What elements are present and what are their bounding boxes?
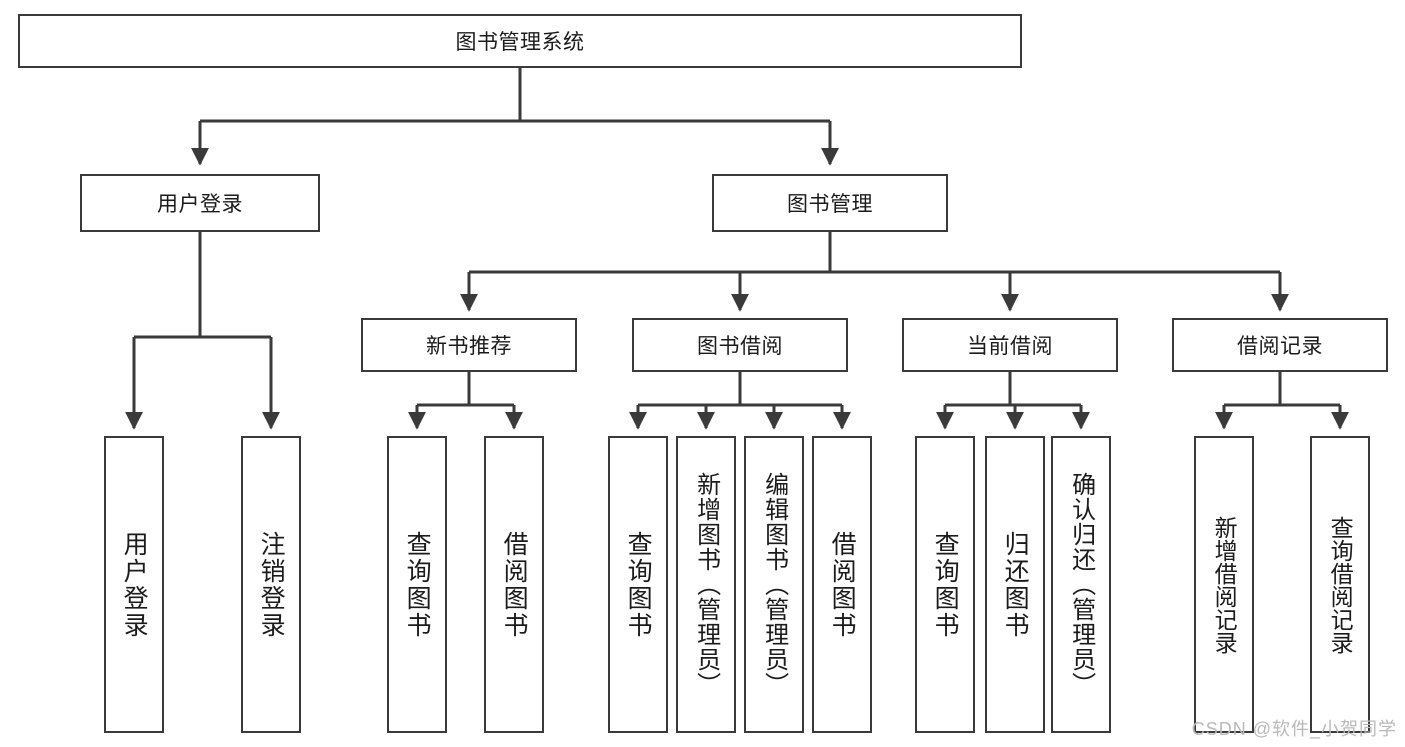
node-leaf-query-book-recommend[interactable]: 查询图书 [387, 436, 447, 733]
node-user-login[interactable]: 用户登录 [80, 174, 320, 232]
node-leaf-add-borrow-record[interactable]: 新增借阅记录 [1194, 436, 1254, 733]
node-current-borrow[interactable]: 当前借阅 [902, 318, 1118, 372]
node-leaf-borrow-book[interactable]: 借阅图书 [812, 436, 872, 733]
node-leaf-borrow-book-recommend[interactable]: 借阅图书 [484, 436, 544, 733]
node-leaf-user-login[interactable]: 用户登录 [104, 436, 164, 733]
node-book-borrow[interactable]: 图书借阅 [632, 318, 848, 372]
node-new-book-recommend[interactable]: 新书推荐 [361, 318, 577, 372]
node-root[interactable]: 图书管理系统 [18, 14, 1022, 68]
node-leaf-add-book-admin[interactable]: 新增图书（管理员） [676, 436, 736, 733]
node-leaf-query-borrow-record[interactable]: 查询借阅记录 [1310, 436, 1370, 733]
node-leaf-query-book-current[interactable]: 查询图书 [915, 436, 975, 733]
node-leaf-return-book[interactable]: 归还图书 [985, 436, 1045, 733]
node-leaf-confirm-return-admin[interactable]: 确认归还（管理员） [1051, 436, 1111, 733]
node-leaf-query-book-borrow[interactable]: 查询图书 [608, 436, 668, 733]
node-leaf-logout[interactable]: 注销登录 [241, 436, 301, 733]
node-borrow-record[interactable]: 借阅记录 [1172, 318, 1388, 372]
node-book-manage[interactable]: 图书管理 [712, 174, 948, 232]
node-leaf-edit-book-admin[interactable]: 编辑图书（管理员） [744, 436, 804, 733]
